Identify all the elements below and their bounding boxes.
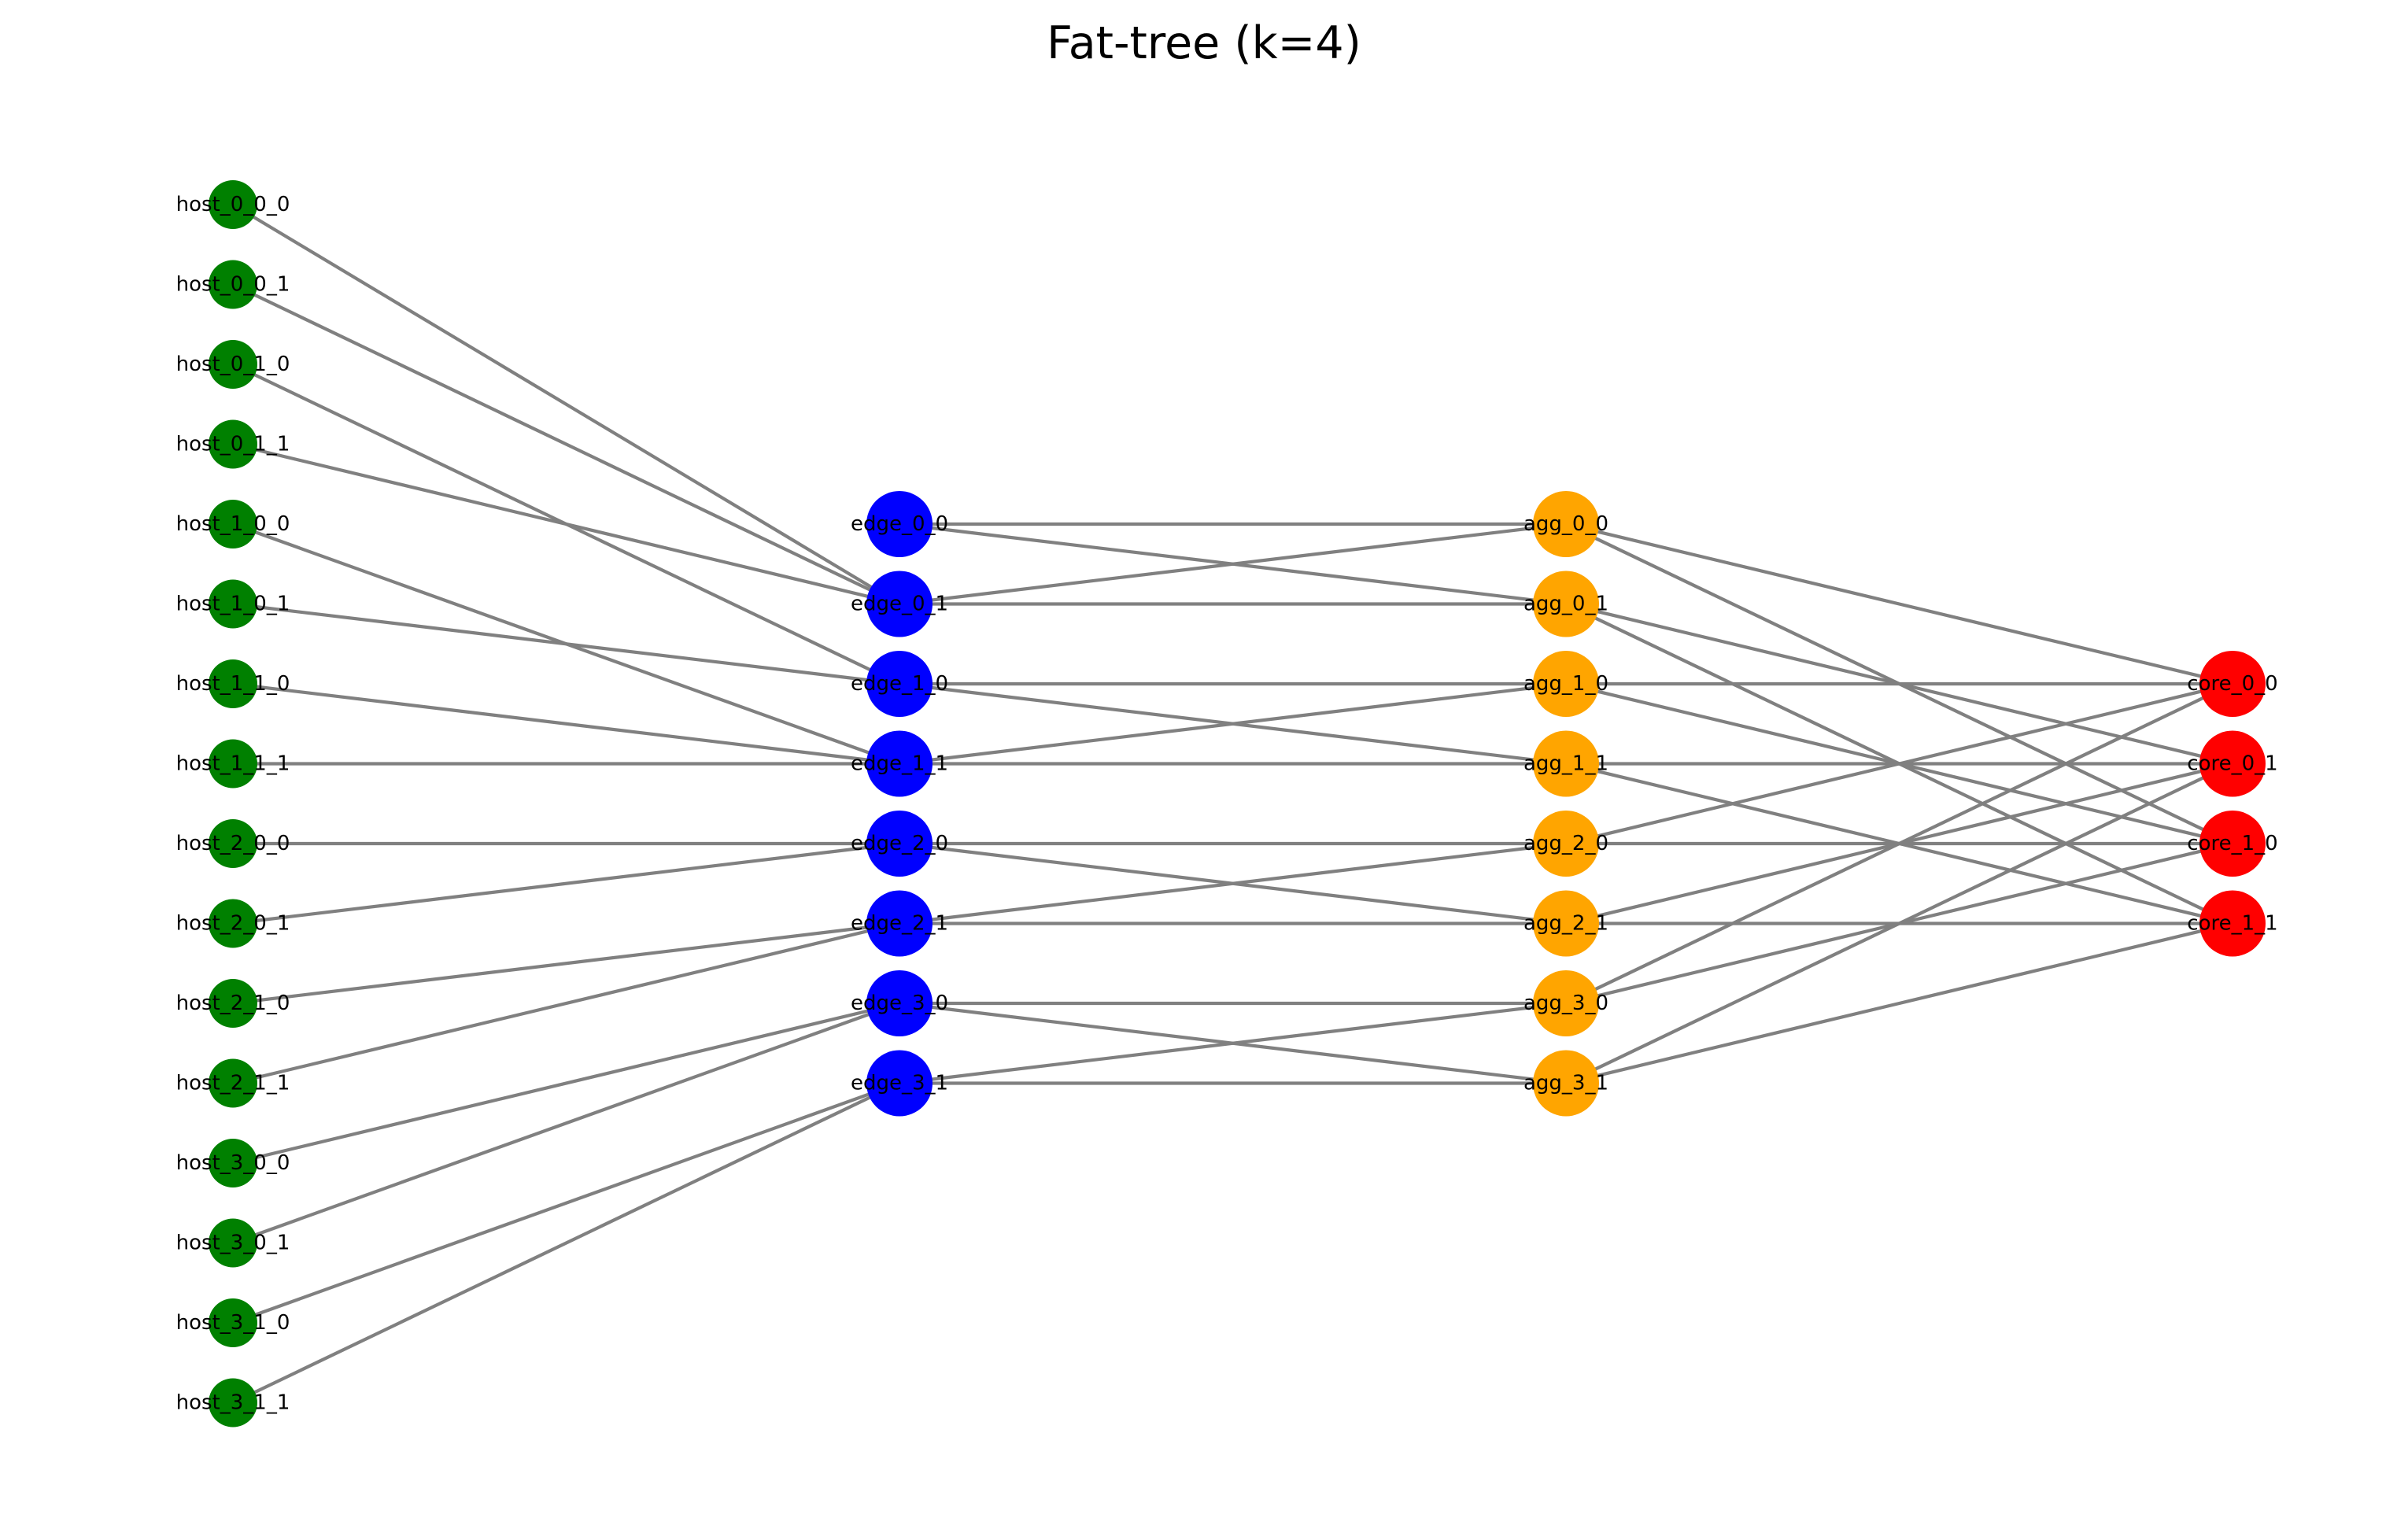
node-host_3_0_1 (209, 1218, 257, 1268)
node-label-host_0_0_1: host_0_0_1 (176, 273, 290, 297)
link-host_0_0_1-edge_0_1 (232, 283, 900, 606)
link-edge_2_1-agg_2_0 (899, 841, 1567, 925)
node-label-host_2_0_1: host_2_0_1 (176, 912, 290, 936)
node-host_1_0_1 (209, 579, 257, 629)
nodes-layer (209, 180, 2266, 1428)
node-label-host_3_0_0: host_3_0_0 (176, 1151, 290, 1175)
node-host_1_1_0 (209, 659, 257, 708)
node-label-core_0_0: core_0_0 (2187, 672, 2277, 696)
node-label-edge_0_1: edge_0_1 (851, 593, 948, 616)
node-host_2_1_0 (209, 979, 257, 1028)
link-host_2_0_1-edge_2_0 (232, 841, 900, 925)
node-label-host_2_1_1: host_2_1_1 (176, 1072, 290, 1095)
node-agg_0_1 (1533, 571, 1599, 637)
node-agg_3_1 (1533, 1050, 1599, 1117)
diagram-title: Fat-tree (k=4) (1047, 17, 1361, 69)
node-edge_3_1 (866, 1050, 933, 1117)
node-label-host_1_1_0: host_1_1_0 (176, 672, 290, 696)
node-host_0_0_1 (209, 260, 257, 309)
link-agg_0_0-core_0_0 (1565, 522, 2233, 686)
node-label-agg_0_0: agg_0_0 (1523, 512, 1608, 536)
node-label-core_1_1: core_1_1 (2187, 912, 2277, 936)
link-host_0_1_1-edge_0_1 (232, 442, 900, 606)
node-label-host_3_0_1: host_3_0_1 (176, 1232, 290, 1255)
node-label-host_1_1_1: host_1_1_1 (176, 752, 290, 776)
node-label-edge_2_1: edge_2_1 (851, 912, 948, 936)
node-label-edge_3_1: edge_3_1 (851, 1072, 948, 1095)
link-host_3_1_1-edge_3_1 (232, 1081, 900, 1405)
node-label-host_1_0_1: host_1_0_1 (176, 593, 290, 616)
link-host_3_1_0-edge_3_1 (232, 1081, 900, 1324)
node-label-edge_0_0: edge_0_0 (851, 512, 948, 536)
node-label-agg_3_0: agg_3_0 (1523, 992, 1608, 1015)
node-label-host_0_0_0: host_0_0_0 (176, 193, 290, 216)
node-host_0_1_1 (209, 419, 257, 469)
node-host_2_0_0 (209, 819, 257, 868)
node-label-host_3_1_0: host_3_1_0 (176, 1311, 290, 1335)
node-label-host_3_1_1: host_3_1_1 (176, 1391, 290, 1415)
node-host_1_0_0 (209, 500, 257, 548)
node-agg_1_0 (1533, 651, 1599, 717)
link-host_1_1_0-edge_1_1 (232, 681, 900, 766)
node-label-host_2_1_0: host_2_1_0 (176, 992, 290, 1015)
node-label-edge_2_0: edge_2_0 (851, 832, 948, 855)
node-label-agg_1_0: agg_1_0 (1523, 672, 1608, 696)
node-label-edge_1_0: edge_1_0 (851, 672, 948, 696)
link-agg_3_0-core_0_0 (1565, 682, 2233, 1005)
node-label-core_0_1: core_0_1 (2187, 752, 2277, 776)
node-agg_0_0 (1533, 491, 1599, 557)
link-host_3_0_0-edge_3_0 (232, 1001, 900, 1165)
node-host_0_1_0 (209, 340, 257, 389)
node-core_1_0 (2199, 811, 2266, 877)
link-host_2_1_0-edge_2_1 (232, 922, 900, 1006)
node-label-agg_1_1: agg_1_1 (1523, 752, 1608, 776)
link-host_1_0_1-edge_1_0 (232, 602, 900, 686)
links-layer (231, 203, 2233, 1405)
node-edge_0_1 (866, 571, 933, 637)
node-edge_2_1 (866, 890, 933, 957)
node-host_3_1_0 (209, 1298, 257, 1347)
node-host_1_1_1 (209, 739, 257, 789)
node-agg_2_0 (1533, 811, 1599, 877)
link-agg_3_1-core_1_1 (1565, 922, 2233, 1085)
node-edge_2_0 (866, 811, 933, 877)
node-label-host_0_1_0: host_0_1_0 (176, 353, 290, 376)
node-agg_3_0 (1533, 970, 1599, 1036)
link-host_0_0_0-edge_0_1 (231, 203, 901, 606)
link-edge_3_1-agg_3_0 (899, 1001, 1567, 1085)
node-edge_1_0 (866, 651, 933, 717)
node-label-agg_0_1: agg_0_1 (1523, 593, 1608, 616)
link-edge_1_1-agg_1_0 (899, 681, 1567, 766)
node-host_2_1_1 (209, 1058, 257, 1108)
node-edge_1_1 (866, 730, 933, 797)
node-label-edge_1_1: edge_1_1 (851, 752, 948, 776)
link-agg_2_0-core_0_0 (1565, 681, 2233, 846)
node-host_3_1_1 (209, 1378, 257, 1428)
node-host_3_0_0 (209, 1139, 257, 1187)
link-host_3_0_1-edge_3_0 (232, 1002, 900, 1245)
node-label-edge_3_0: edge_3_0 (851, 992, 948, 1015)
node-edge_0_0 (866, 491, 933, 557)
node-label-agg_2_0: agg_2_0 (1523, 832, 1608, 855)
node-agg_1_1 (1533, 730, 1599, 797)
node-label-host_0_1_1: host_0_1_1 (176, 433, 290, 456)
node-label-host_2_0_0: host_2_0_0 (176, 832, 290, 855)
node-host_2_0_1 (209, 899, 257, 948)
node-label-agg_3_1: agg_3_1 (1523, 1072, 1608, 1095)
node-core_0_1 (2199, 730, 2266, 797)
node-host_0_0_0 (209, 180, 257, 229)
node-label-host_1_0_0: host_1_0_0 (176, 512, 290, 536)
link-host_2_1_1-edge_2_1 (232, 922, 900, 1085)
link-agg_3_1-core_0_1 (1565, 762, 2233, 1085)
node-label-agg_2_1: agg_2_1 (1523, 912, 1608, 936)
node-label-core_1_0: core_1_0 (2187, 832, 2277, 855)
labels-layer: host_0_0_0 host_0_0_1 host_0_1_0 host_0_1_1… (176, 193, 2278, 1415)
node-core_0_0 (2199, 651, 2266, 717)
node-core_1_1 (2199, 890, 2266, 957)
node-edge_3_0 (866, 970, 933, 1036)
node-agg_2_1 (1533, 890, 1599, 957)
link-edge_0_1-agg_0_0 (899, 522, 1567, 606)
